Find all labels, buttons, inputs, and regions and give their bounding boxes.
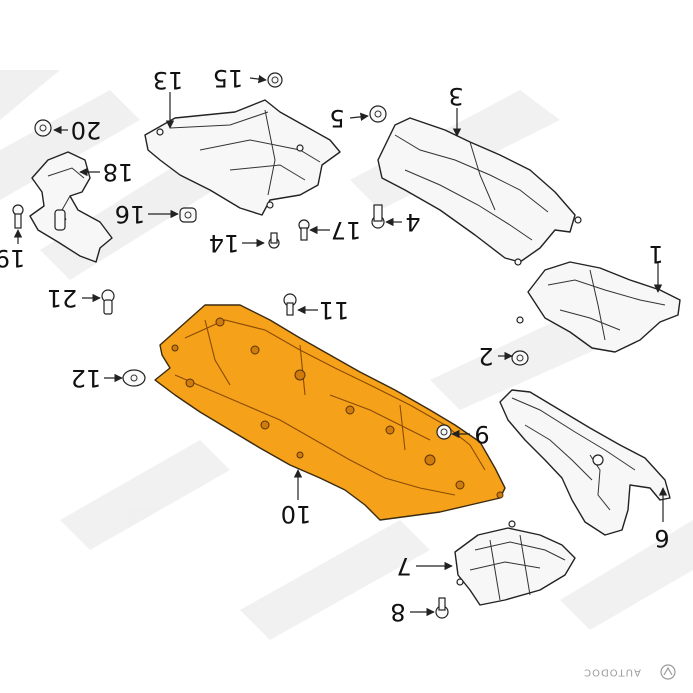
background-watermark bbox=[0, 70, 693, 640]
callout-18: 18 bbox=[103, 158, 134, 186]
callout-4: 4 bbox=[405, 208, 420, 236]
fastener-2 bbox=[511, 350, 529, 366]
callout-12: 12 bbox=[71, 364, 102, 392]
fastener-14 bbox=[268, 232, 280, 249]
svg-text:AUTODOC: AUTODOC bbox=[583, 667, 641, 678]
part-3-heat-shield bbox=[377, 117, 582, 266]
callout-17: 17 bbox=[331, 216, 362, 244]
fastener-11 bbox=[283, 293, 297, 316]
fastener-21 bbox=[101, 289, 115, 315]
callout-15: 15 bbox=[213, 64, 244, 92]
fastener-17 bbox=[298, 219, 310, 241]
fastener-12 bbox=[122, 369, 146, 387]
callout-13: 13 bbox=[153, 66, 184, 94]
callout-10: 10 bbox=[281, 500, 312, 528]
fastener-8 bbox=[435, 597, 449, 619]
callout-11: 11 bbox=[319, 296, 350, 324]
callout-7: 7 bbox=[396, 552, 411, 580]
fastener-16 bbox=[179, 207, 197, 223]
callout-3: 3 bbox=[448, 82, 463, 110]
callout-21: 21 bbox=[47, 284, 78, 312]
callout-labels: 13 15 3 20 5 18 16 17 4 19 14 1 21 11 12… bbox=[0, 64, 670, 626]
callout-9: 9 bbox=[474, 420, 489, 448]
callout-20: 20 bbox=[71, 116, 102, 144]
callout-8: 8 bbox=[390, 598, 405, 626]
part-7-shield bbox=[454, 520, 576, 606]
callout-19: 19 bbox=[0, 244, 25, 272]
fastener-19 bbox=[12, 204, 24, 229]
fastener-15 bbox=[267, 72, 283, 88]
part-6-heat-shield bbox=[499, 389, 671, 536]
autodoc-watermark: AUTODOC bbox=[583, 667, 641, 678]
fastener-20 bbox=[34, 119, 52, 137]
callout-5: 5 bbox=[329, 104, 344, 132]
fastener-9 bbox=[436, 424, 452, 440]
watermark-logo-icon bbox=[660, 664, 676, 680]
callout-16: 16 bbox=[115, 200, 146, 228]
part-10-underbody-panel bbox=[154, 304, 506, 521]
part-1-heat-shield bbox=[516, 261, 681, 353]
fastener-5 bbox=[369, 105, 387, 123]
fastener-4 bbox=[371, 204, 385, 229]
part-13-shield bbox=[144, 99, 341, 216]
callout-14: 14 bbox=[209, 229, 240, 257]
callout-1: 1 bbox=[648, 240, 663, 268]
callout-6: 6 bbox=[654, 524, 669, 552]
fasteners bbox=[12, 72, 529, 619]
leader-lines bbox=[13, 74, 668, 617]
part-18-bracket bbox=[29, 151, 113, 263]
callout-2: 2 bbox=[478, 342, 493, 370]
